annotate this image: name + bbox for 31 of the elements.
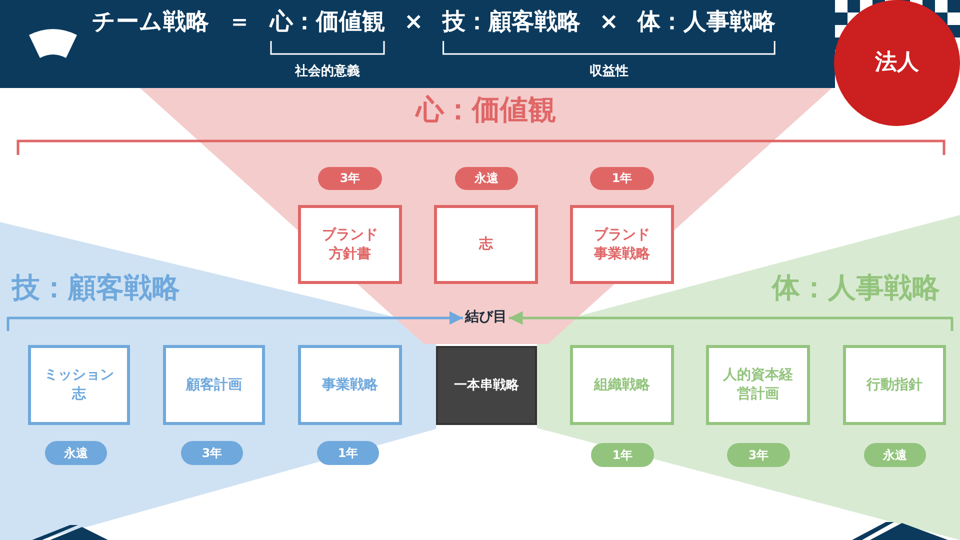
- section-heading: 体：人事戦略: [772, 271, 940, 305]
- strategy-box: 人的資本経営計画: [706, 345, 810, 425]
- duration-tag: 1年: [591, 443, 654, 467]
- bracket-label: 収益性: [589, 64, 628, 80]
- duration-tag: 1年: [590, 167, 654, 190]
- section-heading: 技：顧客戦略: [12, 271, 180, 305]
- bracket-label: 社会的意義: [295, 64, 360, 80]
- arrow: [509, 311, 954, 331]
- strategy-box: 行動指針: [843, 345, 946, 425]
- strategy-box: 組織戦略: [570, 345, 674, 425]
- strategy-box: ブランド事業戦略: [570, 205, 674, 284]
- text-label: 結び目: [465, 308, 507, 326]
- triangle-section: [537, 215, 960, 540]
- strategy-box: 志: [434, 205, 538, 284]
- duration-tag: 3年: [181, 441, 243, 465]
- strategy-box: ミッション志: [28, 345, 130, 425]
- duration-tag: 永遠: [864, 443, 926, 467]
- section-heading: 心：価値観: [416, 93, 556, 127]
- strategy-box: 事業戦略: [298, 345, 402, 425]
- duration-tag: 永遠: [45, 441, 107, 465]
- strategy-box: ブランド方針書: [298, 205, 402, 284]
- title-text: チーム戦略 ＝ 心：価値観 × 技：顧客戦略 × 体：人事戦略: [92, 8, 776, 37]
- duration-tag: 3年: [727, 443, 790, 467]
- duration-tag: 3年: [318, 167, 382, 190]
- strategy-box: 顧客計画: [163, 345, 265, 425]
- strategy-box: 一本串戦略: [436, 346, 537, 425]
- duration-tag: 永遠: [455, 167, 518, 190]
- arrow: [6, 311, 463, 331]
- duration-tag: 1年: [317, 441, 379, 465]
- triangle-section: [0, 222, 436, 540]
- entity-circle: 法人: [834, 0, 960, 126]
